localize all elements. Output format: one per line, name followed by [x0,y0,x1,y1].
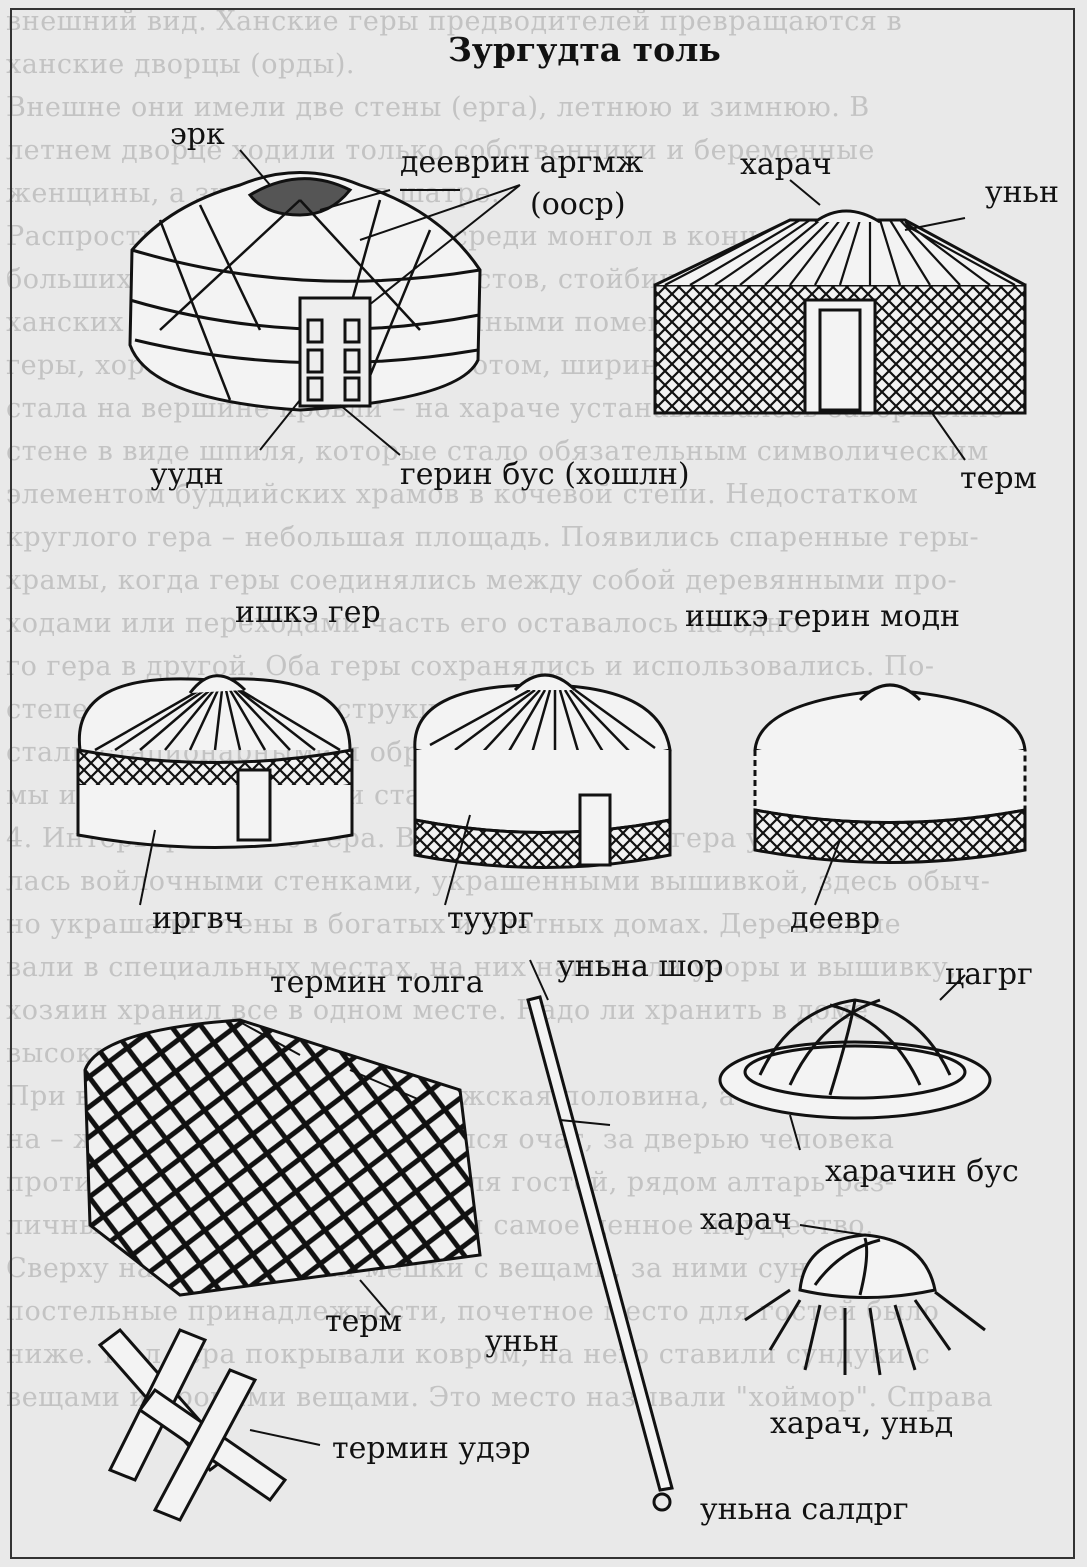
crown-ring-drawing [720,975,990,1150]
frame-yurt-drawing [655,180,1025,460]
label-kharachin-bus: харачин бус [825,1155,1019,1189]
label-deevrin-argmzh: дееврин аргмж [400,146,643,180]
label-termin-uder: термин удэр [332,1432,531,1466]
label-ishke-ger: ишкэ гер [235,596,381,630]
label-oosr: (ооср) [530,188,626,222]
label-uudn: уудн [150,458,224,492]
label-gerin-bus: герин бус (хошлн) [400,458,690,492]
label-kharach-unyd: харач, уньд [770,1407,953,1441]
label-term-top: терм [960,462,1037,496]
felt-yurt-drawing [130,150,520,455]
page-title: Зургудта толь [448,30,721,69]
tuurg-drawing [415,675,670,905]
lattice-joint-drawing [100,1330,320,1520]
lattice-wall-drawing [85,1020,480,1315]
label-unyn-bottom: уньн [485,1325,559,1359]
label-kharach-top: харач [740,148,832,182]
label-unyna-shor: уньна шор [557,950,724,984]
label-unyna-saldrg: уньна салдрг [700,1493,909,1527]
label-unyn-top: уньн [985,176,1059,210]
ishke-ger-drawing [78,676,352,905]
deevr-drawing [755,685,1025,905]
label-irgvch: иргвч [152,902,244,936]
roof-pole-drawing [528,960,672,1510]
label-term-bottom: терм [325,1305,402,1339]
crown-spokes-drawing [745,1225,985,1375]
label-tuurg: туург [447,902,534,936]
label-deevr: деевр [790,902,880,936]
label-erk: эрк [170,118,225,152]
label-termin-tolga: термин толга [270,966,484,1000]
label-ishke-gerin-modn: ишкэ герин модн [685,600,960,634]
label-kharach-mid: харач [700,1203,792,1237]
label-tsagrg: цагрг [945,958,1033,992]
